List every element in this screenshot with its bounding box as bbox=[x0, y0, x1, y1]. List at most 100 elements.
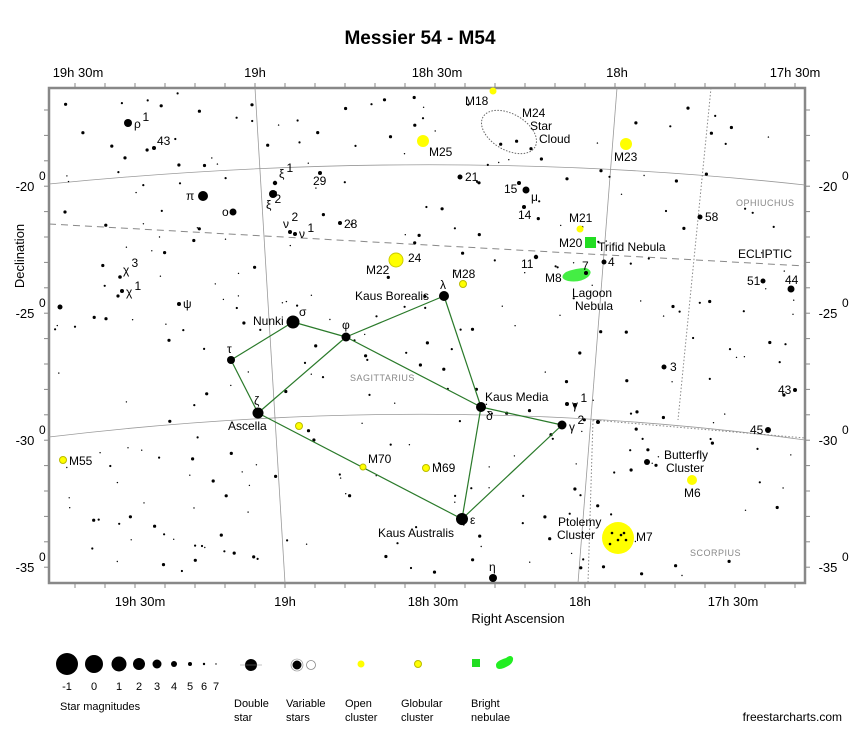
globular-cluster-m28[interactable] bbox=[459, 280, 467, 288]
open-cluster-m23[interactable] bbox=[620, 138, 632, 150]
star-7[interactable] bbox=[584, 271, 588, 275]
star-28[interactable] bbox=[338, 221, 342, 225]
star-omicron[interactable] bbox=[229, 208, 237, 216]
star-kaus-media[interactable] bbox=[476, 402, 486, 412]
degree-mark: 0 bbox=[842, 550, 849, 564]
globular-cluster-symbol bbox=[414, 660, 422, 668]
dec-tick-right: -35 bbox=[819, 560, 838, 575]
star-21[interactable] bbox=[457, 174, 463, 180]
globular-cluster-m22[interactable] bbox=[388, 252, 404, 268]
label-kaus-borealis: Kaus Borealis bbox=[355, 289, 429, 303]
globular-cluster-m69[interactable] bbox=[422, 464, 430, 472]
faint-star bbox=[413, 123, 417, 127]
star-4[interactable] bbox=[601, 259, 607, 265]
ra-line-18h bbox=[577, 87, 618, 584]
star-3[interactable] bbox=[661, 364, 667, 370]
faint-star bbox=[145, 148, 149, 152]
star-star[interactable] bbox=[644, 459, 650, 465]
star-star[interactable] bbox=[573, 403, 577, 407]
faint-star bbox=[568, 512, 571, 515]
faint-star bbox=[572, 297, 575, 300]
faint-star bbox=[744, 207, 747, 210]
open-cluster-m18[interactable] bbox=[489, 87, 497, 95]
label-rho1: ρ bbox=[134, 117, 141, 131]
nebula-m20[interactable] bbox=[585, 237, 596, 248]
star-rho1[interactable] bbox=[124, 119, 132, 127]
open-cluster-m21[interactable] bbox=[576, 225, 584, 233]
star-43[interactable] bbox=[152, 146, 156, 150]
star-gamma1[interactable] bbox=[565, 402, 569, 406]
star-xi2[interactable] bbox=[269, 190, 277, 198]
faint-star bbox=[99, 452, 101, 454]
faint-star bbox=[470, 327, 475, 331]
magnitude-symbol bbox=[56, 653, 78, 675]
faint-star bbox=[104, 223, 108, 227]
faint-star bbox=[91, 547, 94, 550]
star-chi1[interactable] bbox=[120, 289, 124, 293]
faint-star bbox=[116, 481, 119, 484]
globular-cluster-m54[interactable] bbox=[295, 422, 303, 430]
faint-star bbox=[554, 265, 557, 268]
label-m69: M69 bbox=[432, 461, 456, 475]
label-43: 43 bbox=[157, 134, 171, 148]
star-29[interactable] bbox=[318, 171, 322, 175]
star-kaus-australis[interactable] bbox=[456, 513, 468, 525]
open-cluster-m25[interactable] bbox=[417, 135, 429, 147]
star-star[interactable] bbox=[596, 420, 600, 424]
star-nu1[interactable] bbox=[293, 232, 297, 236]
star-pi[interactable] bbox=[198, 191, 208, 201]
m24-star-cloud-outline[interactable] bbox=[474, 101, 544, 162]
star-44[interactable] bbox=[787, 285, 795, 293]
label-mu: μ bbox=[531, 190, 538, 204]
open-cluster-m6[interactable] bbox=[687, 475, 697, 485]
faint-star bbox=[396, 542, 399, 545]
star-kaus-borealis[interactable] bbox=[439, 291, 449, 301]
star-tau[interactable] bbox=[227, 356, 235, 364]
star-58[interactable] bbox=[697, 214, 703, 220]
faint-star bbox=[314, 344, 318, 348]
faint-star bbox=[735, 356, 738, 359]
faint-star bbox=[224, 177, 227, 180]
star-11[interactable] bbox=[533, 254, 539, 260]
star-xi1[interactable] bbox=[272, 180, 278, 186]
star-eta[interactable] bbox=[489, 574, 497, 582]
globular-cluster-m70[interactable] bbox=[359, 463, 367, 471]
star-nunki[interactable] bbox=[286, 315, 300, 329]
label-sigma: σ bbox=[299, 305, 307, 319]
label-4: 4 bbox=[608, 255, 615, 269]
star-51[interactable] bbox=[760, 278, 766, 284]
label-m24-name: Star bbox=[530, 119, 552, 133]
star-gamma2[interactable] bbox=[557, 420, 567, 430]
star-14[interactable] bbox=[522, 205, 526, 209]
faint-star bbox=[307, 162, 309, 164]
star-45[interactable] bbox=[765, 427, 771, 433]
star-43b[interactable] bbox=[793, 388, 797, 392]
star-ascella[interactable] bbox=[252, 407, 264, 419]
star-phi[interactable] bbox=[341, 332, 351, 342]
open-cluster-m7[interactable] bbox=[602, 522, 634, 554]
magnitude-value: -1 bbox=[62, 681, 72, 693]
faint-star bbox=[58, 372, 60, 374]
faint-star bbox=[116, 560, 119, 563]
nebula-m8[interactable] bbox=[562, 268, 591, 282]
star-chi3[interactable] bbox=[118, 275, 122, 279]
background-stars bbox=[54, 92, 795, 577]
magnitude-value: 3 bbox=[154, 681, 160, 693]
faint-star bbox=[486, 163, 489, 166]
faint-star bbox=[671, 381, 673, 383]
label-zeta: ζ bbox=[254, 394, 260, 408]
faint-star bbox=[470, 487, 473, 490]
faint-star bbox=[782, 393, 786, 397]
faint-star bbox=[521, 522, 524, 525]
star-mu[interactable] bbox=[522, 186, 530, 194]
globular-cluster-m55[interactable] bbox=[59, 456, 67, 464]
dec-tick-left: -35 bbox=[16, 560, 35, 575]
star-star[interactable] bbox=[57, 304, 63, 310]
star-nu2[interactable] bbox=[288, 230, 292, 234]
star-15[interactable] bbox=[517, 181, 521, 185]
label-chi3: χ bbox=[123, 263, 130, 277]
sup: 1 bbox=[308, 221, 315, 235]
ra-tick: 18h 30m bbox=[412, 65, 463, 80]
faint-star bbox=[455, 269, 457, 272]
star-psi[interactable] bbox=[177, 302, 181, 306]
